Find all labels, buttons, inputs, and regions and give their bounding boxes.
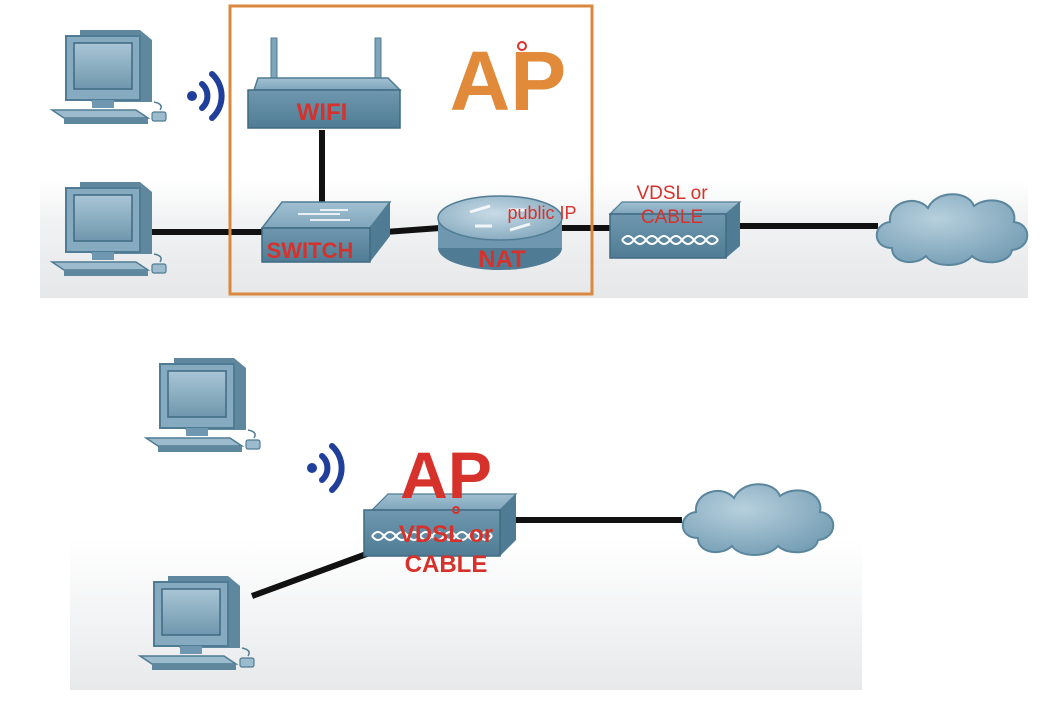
top-modem-icon: [608, 201, 742, 259]
cursor-dot: [517, 41, 527, 51]
top-wifi-signal-icon: [187, 74, 222, 118]
nat-label: NAT: [478, 246, 526, 273]
bottom-modem-label-line1: VDSL or: [399, 521, 493, 548]
top-modem-label-line2: CABLE: [641, 207, 703, 228]
top-internet-cloud-icon: [875, 193, 1029, 266]
public-ip-label: public IP: [507, 203, 576, 223]
bottom-cables: [250, 517, 682, 599]
top-modem-label-line1: VDSL or: [636, 183, 708, 204]
bottom-ap-modem-icon: [363, 493, 518, 557]
bottom-modem-label-line2: CABLE: [405, 551, 488, 578]
top-ap-label: AP: [450, 34, 567, 128]
bottom-internet-cloud-icon: [681, 483, 835, 556]
switch-label: SWITCH: [267, 238, 354, 263]
bottom-wireless-pc: [145, 357, 261, 453]
bottom-ap-label: AP: [400, 438, 492, 512]
switch-icon: [260, 201, 392, 263]
ap-group-box: [228, 4, 594, 296]
wifi-router-icon: [247, 37, 402, 129]
top-cables: [150, 130, 878, 235]
router-icon: [437, 195, 563, 270]
top-laptop-wireless-pc: [51, 29, 167, 125]
cursor-dot-bottom: [452, 506, 460, 514]
wifi-label: WIFI: [297, 99, 348, 126]
bottom-wifi-signal-icon: [307, 446, 342, 490]
